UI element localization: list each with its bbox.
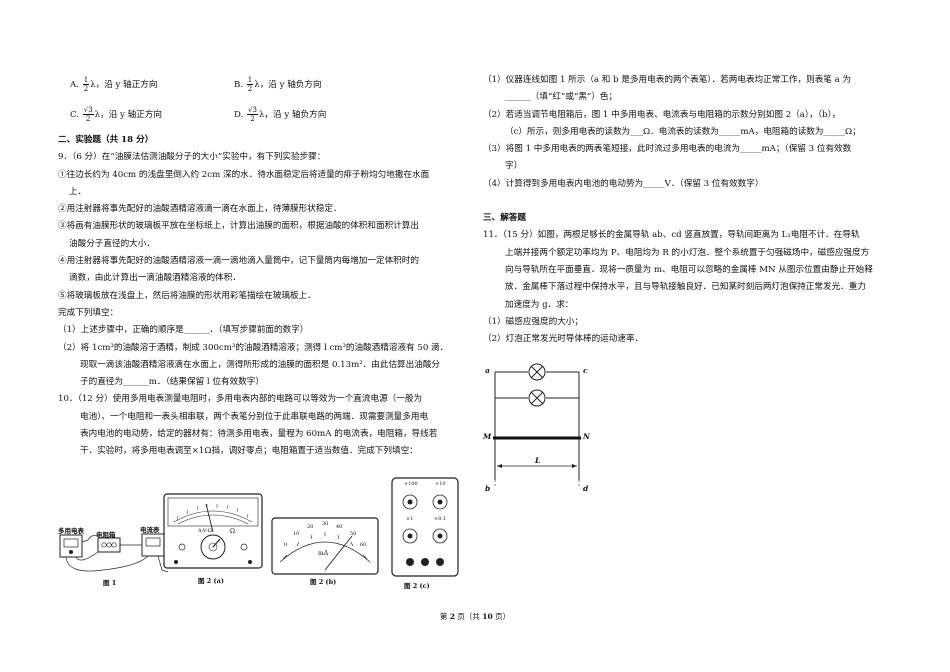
figure-2b: 0 10 20 30 40 50 60 mA 图 2 (b) <box>270 516 380 592</box>
step-5: ⑤将玻璃板放在浅盘上，然后将油膜的形状用彩笔描绘在玻璃板上． <box>58 290 316 301</box>
q11-part-2: （2）灯泡正常发光时导体棒的运动速率． <box>483 334 644 345</box>
q11-stem-cont: 向与导轨所在平面垂直．现将一质量为 m、电阻可以忽略的金属棒 MN 从图示位置由… <box>505 264 873 275</box>
label-l: L <box>535 456 541 465</box>
ammeter-diagram <box>271 517 379 575</box>
fig1-box-label: 电阻箱 <box>96 531 116 539</box>
q10-part-3: （3）将图 1 中多用电表的两表笔短接，此时流过多用电表的电流为_____mA；… <box>483 144 852 155</box>
step-3: ③将画有油膜形状的玻璃板平放在坐标纸上，计算出油膜的面积，根据油酸的体积和面积计… <box>58 221 419 232</box>
step-2: ②用注射器将事先配好的油酸酒精溶液滴一滴在水面上，待薄膜形状稳定． <box>58 204 342 215</box>
knob-label: ×0.1 <box>434 516 447 522</box>
tick-label: 0 <box>284 542 288 548</box>
fig1-ammeter-label: 电流表 <box>140 526 160 534</box>
tick-label: 50 <box>350 531 357 537</box>
q9-part-2: （2）将 1cm³的油酸溶于酒精，制成 300cm³的油酸酒精溶液；测得 l c… <box>58 342 449 353</box>
figure-2c: ×100 ×10 ×1 ×0.1 图 2 (c) <box>390 476 460 592</box>
q11-stem-cont: 放．金属棒下落过程中保持水平，且与导轨接触良好．已知某时刻后两灯泡保持正常发光．… <box>505 282 866 293</box>
page-footer: 第 2 页（共 10 页） <box>439 612 511 621</box>
multimeter-diagram <box>163 493 263 569</box>
step-3-cont: 油酸分子直径的大小． <box>69 238 155 249</box>
q11-part-1: （1）磁感应强度的大小； <box>483 316 583 327</box>
q11-stem-cont: 加速度为 g．求： <box>505 299 574 310</box>
q11-stem: 11．（15 分）如图，两根足够长的金属导轨 ab、cd 竖直放置，导轨间距离为… <box>483 230 860 241</box>
q10-part-4: （4）计算得到多用电表内电池的电动势为_____V．（保留 3 位有效数字） <box>483 178 764 189</box>
step-4-cont: 滴数，由此计算出一滴油酸酒精溶液的体积． <box>69 273 241 284</box>
q10-part-1-cont: ______（填“红”或“黑”）色； <box>505 92 618 103</box>
question-stem: 9．（6 分）在“油膜法估测油酸分子的大小”实验中，有下列实验步骤： <box>58 152 326 163</box>
q10-part-2-cont: （c）所示，则多用电表的读数为___Ω．电流表的读数为_____mA，电阻箱的读… <box>505 126 861 137</box>
section-title: 二、实验题（共 18 分） <box>58 135 154 145</box>
tick-label: 20 <box>307 524 314 530</box>
q10-stem-cont: 干．实验时，将多用电表调至×1Ω挡，调好零点；电阻箱置于适当数值．完成下列填空： <box>80 446 418 457</box>
label-n: N <box>583 432 590 441</box>
section-title: 三、解答题 <box>483 213 526 224</box>
label-d: d <box>583 484 589 493</box>
knob-label: ×1 <box>406 516 414 522</box>
q10-stem-cont: 表内电池的电动势，给定的器材有：待测多用电表，量程为 60mA 的电流表，电阻箱… <box>80 429 438 440</box>
tick-label: 60 <box>360 542 367 548</box>
label-c: c <box>583 366 588 375</box>
tick-label: 30 <box>322 521 329 527</box>
tick-label: 10 <box>293 531 300 537</box>
q10-stem: 10．（12 分）使用多用电表测量电阻时，多用电表内部的电路可以等效为一个直流电… <box>58 394 423 405</box>
tick-label: 40 <box>336 524 343 530</box>
fill-instruction: 完成下列填空： <box>58 307 119 318</box>
figure-q11: a c M N L b d <box>483 362 603 502</box>
q9-part-2-cont: 子的直径为______m．（结果保留 l 位有效数字） <box>80 377 264 388</box>
q9-part-2-cont: 现取一滴该油酸酒精溶液滴在水面上，测得所形成的油膜的面积是 0.13m²．由此估… <box>80 359 441 370</box>
fig2a-caption: 图 2 (a) <box>198 577 224 585</box>
q10-part-1: （1）仪器连线如图 1 所示（a 和 b 是多用电表的两个表笔）．若两电表均正常… <box>483 75 852 85</box>
figure-2a: A-V-Ω Ω 图 2 (a) <box>162 492 264 592</box>
q10-stem-cont: 电池）、一个电阻和一表头相串联，两个表笔分别位于此串联电路的两端．现需要测量多用… <box>80 411 429 422</box>
unit-label: mA <box>318 550 329 557</box>
omega-symbol: Ω <box>230 528 235 535</box>
q10-part-2: （2）若适当调节电阻箱后，图 1 中多用电表、电流表与电阻箱的示数分别如图 2（… <box>483 109 841 120</box>
fig2c-caption: 图 2 (c) <box>404 582 430 590</box>
page-number: 2 <box>449 612 455 621</box>
label-m: M <box>483 432 492 441</box>
step-1: ①往边长约为 40cm 的浅盘里倒入约 2cm 深的水．待水面稳定后将适量的痱子… <box>58 169 430 180</box>
step-1-cont: 上． <box>69 186 87 197</box>
label-a: a <box>485 366 490 375</box>
q9-part-1: （1）上述步骤中，正确的顺序是______．（填写步骤前面的数字） <box>58 325 309 336</box>
label-b: b <box>485 484 491 493</box>
fig2b-caption: 图 2 (b) <box>310 578 337 586</box>
dial-text: A-V-Ω <box>198 528 212 534</box>
rail-circuit-diagram <box>493 363 581 486</box>
resistance-box-diagram <box>391 477 459 577</box>
fig1-meter-label: 多用电表 <box>58 527 84 535</box>
page-total: 10 <box>482 612 493 621</box>
knob-label: ×100 <box>404 481 418 487</box>
knob-label: ×10 <box>435 481 446 487</box>
q10-part-3-cont: 字） <box>505 161 523 172</box>
q11-stem-cont: 上端并接两个额定功率均为 P、电阻均为 R 的小灯泡．整个系统置于匀强磁场中，磁… <box>505 247 870 258</box>
step-4: ④用注射器将事先配好的油酸酒精溶液一滴一滴地滴入量筒中，记下量筒内每增加一定体积… <box>58 256 419 267</box>
figure-1: 多用电表 电阻箱 电流表 图 1 <box>58 500 169 590</box>
fig1-caption: 图 1 <box>103 579 117 587</box>
